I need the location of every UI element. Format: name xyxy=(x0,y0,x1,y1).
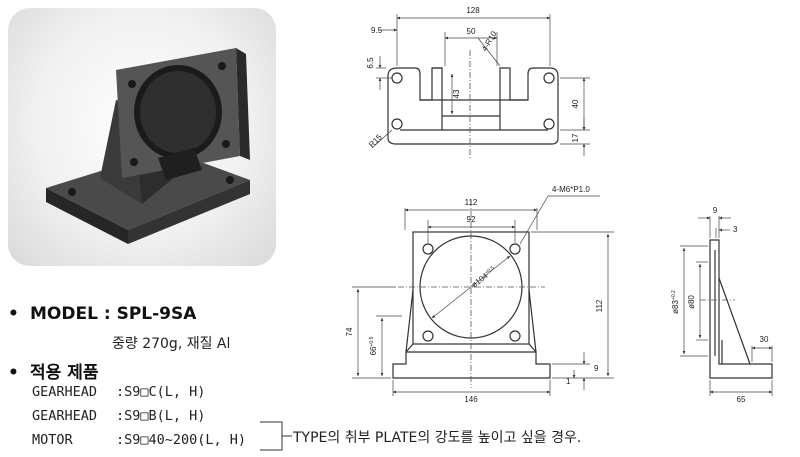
bullet: • xyxy=(8,363,19,383)
dim-top-width: 128 xyxy=(466,6,480,15)
spec-text: 중량 270g, 재질 Al xyxy=(112,336,231,352)
dim-side-t2: 3 xyxy=(733,225,738,234)
side-view xyxy=(709,239,773,379)
dim-top-edge: 9.5 xyxy=(371,26,383,35)
front-view xyxy=(392,231,551,379)
apply-title: 적용 제품 xyxy=(30,363,99,383)
dim-front-thread: 4-M6*P1.0 xyxy=(552,185,590,194)
application-row-2: GEARHEAD :S9□B(L, H) xyxy=(32,408,205,424)
product-photo xyxy=(8,8,276,266)
dim-top-hole: 6.5 xyxy=(366,57,375,69)
dim-front-gap: 1 xyxy=(566,377,571,386)
application-row-1: GEARHEAD :S9□C(L, H) xyxy=(32,384,205,400)
dim-side-foot: 30 xyxy=(760,335,769,344)
model-line: • MODEL : SPL-9SA xyxy=(8,304,196,324)
dim-front-base-h: 9 xyxy=(594,364,599,373)
dim-side-thickness: 9 xyxy=(713,206,718,215)
dim-side-pilot: ø83+0.2 xyxy=(671,290,680,314)
dim-top-corner: R15 xyxy=(367,132,384,149)
dim-top-base: 17 xyxy=(571,133,580,142)
application-name: MOTOR xyxy=(32,432,73,448)
application-bracket xyxy=(260,421,292,451)
dim-front-bore-tolerance: +0.5 xyxy=(484,265,496,276)
dim-top-radius: 4-R10 xyxy=(480,29,499,53)
dim-side-pilot-tolerance: +0.2 xyxy=(671,290,677,300)
dim-front-center-value: 66 xyxy=(369,346,378,355)
dim-front-width: 112 xyxy=(465,198,478,207)
dim-front-holes: 92 xyxy=(467,215,476,224)
application-code: :S9□40~200(L, H) xyxy=(116,432,247,448)
dim-side-inner: ø80 xyxy=(687,295,696,309)
model-separator: : xyxy=(103,304,111,324)
dim-front-left: 74 xyxy=(345,327,354,336)
dim-front-center-tolerance: +0.5 xyxy=(369,336,375,346)
dim-side-depth: 65 xyxy=(737,395,746,404)
dim-front-base: 146 xyxy=(464,395,478,404)
dim-top-depth: 43 xyxy=(452,89,461,98)
apply-heading: • 적용 제품 xyxy=(8,358,98,383)
dim-top-height: 40 xyxy=(571,99,580,108)
top-view xyxy=(387,67,559,145)
dim-side-pilot-value: ø83 xyxy=(671,300,680,314)
model-value: SPL-9SA xyxy=(116,304,197,324)
bracket-photo-illustration xyxy=(46,48,250,244)
bullet: • xyxy=(8,304,19,324)
dim-front-center: 66+0.5 xyxy=(369,336,378,355)
dim-top-slot: 50 xyxy=(467,27,476,36)
application-code: :S9□C(L, H) xyxy=(116,384,206,400)
application-name: GEARHEAD xyxy=(32,408,98,424)
dim-front-bore: ø104+0.5 xyxy=(470,265,498,290)
application-row-3: MOTOR :S9□40~200(L, H) xyxy=(32,432,246,448)
application-name: GEARHEAD xyxy=(32,384,98,400)
application-code: :S9□B(L, H) xyxy=(116,408,206,424)
model-label: MODEL xyxy=(30,304,98,324)
note-text: TYPE의 취부 PLATE의 강도를 높이고 싶을 경우. xyxy=(293,430,582,446)
dim-front-height: 112 xyxy=(595,299,604,312)
